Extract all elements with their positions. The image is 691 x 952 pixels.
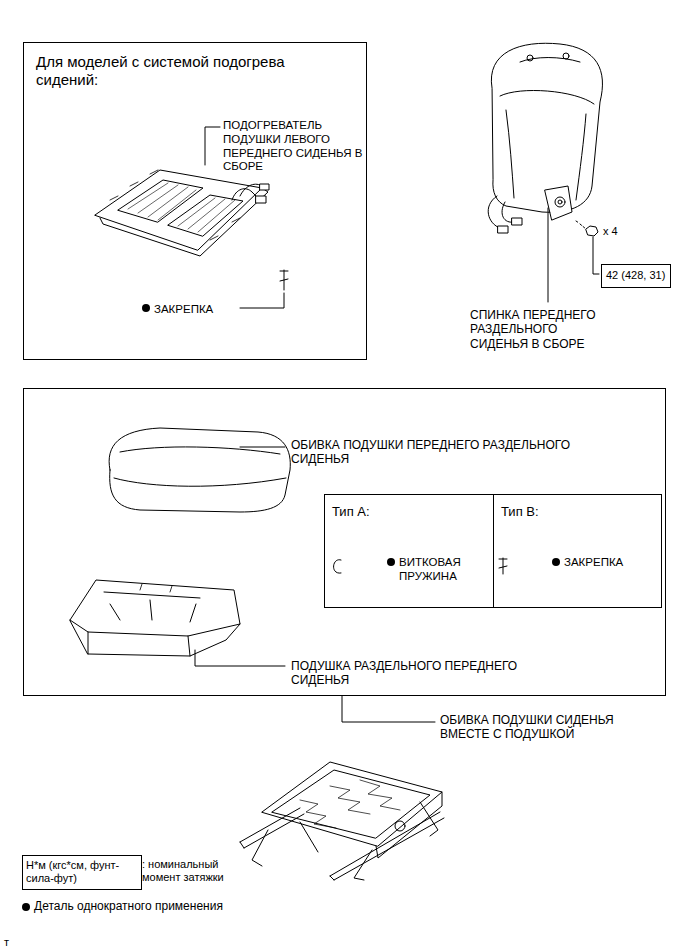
leader-line xyxy=(593,237,599,274)
seat-frame xyxy=(240,762,444,880)
part-name: СПИНКА ПЕРЕДНЕГО РАЗДЕЛЬНОГО СИДЕНЬЯ В С… xyxy=(470,308,618,351)
cushion-cover xyxy=(109,428,290,512)
box-heading: Тип B: xyxy=(501,504,571,520)
clip-symbol xyxy=(280,270,288,290)
leader-line xyxy=(195,650,285,666)
torque-legend-box: Н*м (кгс*см, фунт-сила-фут) xyxy=(22,855,142,890)
legend-note: : номинальный момент затяжки xyxy=(142,858,242,884)
cushion-pad xyxy=(70,580,240,656)
leader-line xyxy=(240,447,285,448)
part-name: ЗАКРЕПКА xyxy=(564,556,656,570)
leader-line xyxy=(205,127,220,165)
box-heading: Н*м (кгс*см, фунт-сила-фут) xyxy=(26,859,138,885)
box-heading: Для моделей с системой подогрева сидений… xyxy=(36,53,316,89)
quantity-label: x 4 xyxy=(603,225,643,238)
single-use-dot xyxy=(22,903,30,911)
legend-text: Деталь однократного применения xyxy=(34,899,223,913)
part-name: ЗАКРЕПКА xyxy=(154,303,244,317)
condition-panel: Для моделей с системой подогрева сидений… xyxy=(23,42,367,360)
leader-line xyxy=(240,293,284,308)
bolt xyxy=(576,221,598,236)
clip-symbol xyxy=(499,558,507,574)
seat-heater xyxy=(95,170,269,256)
leader-line xyxy=(548,208,549,302)
type-cell: Тип B: ЗАКРЕПКА xyxy=(493,494,662,608)
part-name: ОБИВКА ПОДУШКИ СИДЕНЬЯ ВМЕСТЕ С ПОДУШКОЙ xyxy=(440,713,650,742)
type-cell: Тип A: ВИТКОВАЯ ПРУЖИНА xyxy=(324,494,494,608)
box-heading: Тип A: xyxy=(332,504,402,520)
part-name: ПОДОГРЕВАТЕЛЬ ПОДУШКИ ЛЕВОГО ПЕРЕДНЕГО С… xyxy=(223,119,366,174)
seat-back xyxy=(488,43,602,233)
group-panel: ОБИВКА ПОДУШКИ ПЕРЕДНЕГО РАЗДЕЛЬНОГО СИД… xyxy=(23,388,666,696)
part-name: ВИТКОВАЯ ПРУЖИНА xyxy=(399,556,487,584)
box-heading: 42 (428, 31) xyxy=(606,269,665,282)
part-name: ПОДУШКА РАЗДЕЛЬНОГО ПЕРЕДНЕГО СИДЕНЬЯ xyxy=(291,659,561,688)
torque-box: 42 (428, 31) xyxy=(601,264,671,288)
page-mark: т xyxy=(4,936,24,949)
leader-line xyxy=(342,696,435,722)
single-use-dot xyxy=(142,304,150,312)
box-heading: ОБИВКА ПОДУШКИ ПЕРЕДНЕГО РАЗДЕЛЬНОГО СИД… xyxy=(291,438,631,467)
single-use-dot xyxy=(387,558,395,566)
single-use-dot xyxy=(552,558,560,566)
coil-spring-symbol xyxy=(333,560,341,573)
